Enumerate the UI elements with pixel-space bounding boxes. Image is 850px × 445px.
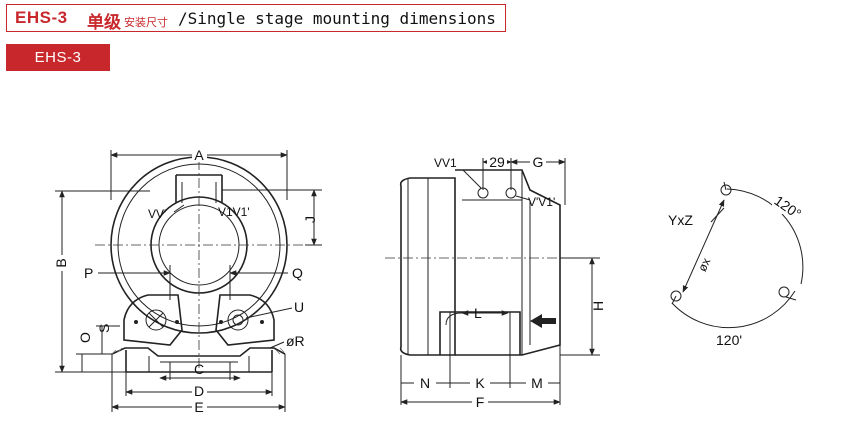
label-yxz: YxZ (668, 212, 693, 228)
title-english: /Single stage mounting dimensions (178, 9, 496, 28)
dim-label-k: K (475, 375, 485, 391)
dim-label-a: A (194, 147, 204, 163)
front-view: A B J VV' V1V1' P Q U øR S O (53, 146, 322, 415)
label-vv-left: VV' (148, 207, 166, 221)
title-cn-small: 安装尺寸 (124, 16, 168, 29)
dim-label-q: Q (292, 265, 303, 281)
label-angle-top: 120° (771, 192, 804, 222)
dim-label-e: E (194, 399, 203, 415)
label-angle-bottom: 120' (716, 332, 742, 348)
label-v-v1-prime: V'V1' (528, 195, 555, 209)
flange-view: YxZ øx 120° 120' (668, 181, 804, 348)
title-model: EHS-3 (15, 8, 68, 27)
dim-label-d: D (194, 383, 204, 399)
label-vv1: VV1 (434, 156, 457, 170)
title-cn-bold: 单级 (87, 13, 121, 32)
dim-label-j: J (302, 216, 318, 223)
label-v1v1-right: V1V1' (218, 205, 250, 219)
dim-label-f: F (476, 394, 485, 410)
dim-label-29: 29 (489, 154, 505, 170)
dim-label-s: S (96, 324, 112, 333)
dim-label-r: øR (286, 333, 305, 349)
dim-label-c: C (194, 361, 204, 377)
dim-label-o: O (77, 332, 93, 343)
side-view: VV1 29 G V'V1' H L N K M (385, 153, 606, 410)
dim-label-g: G (533, 154, 544, 170)
dim-label-u: U (294, 299, 304, 315)
dim-label-h: H (590, 301, 606, 311)
dim-label-m: M (531, 375, 543, 391)
dim-label-n: N (420, 375, 430, 391)
model-tag: EHS-3 (6, 44, 110, 71)
dim-label-p: P (84, 265, 93, 281)
title-box: EHS-3 单级 安装尺寸 /Single stage mounting dim… (6, 4, 506, 32)
dim-label-l: L (474, 305, 482, 321)
dim-label-b: B (53, 258, 69, 267)
label-diameter-x: øx (695, 256, 713, 274)
